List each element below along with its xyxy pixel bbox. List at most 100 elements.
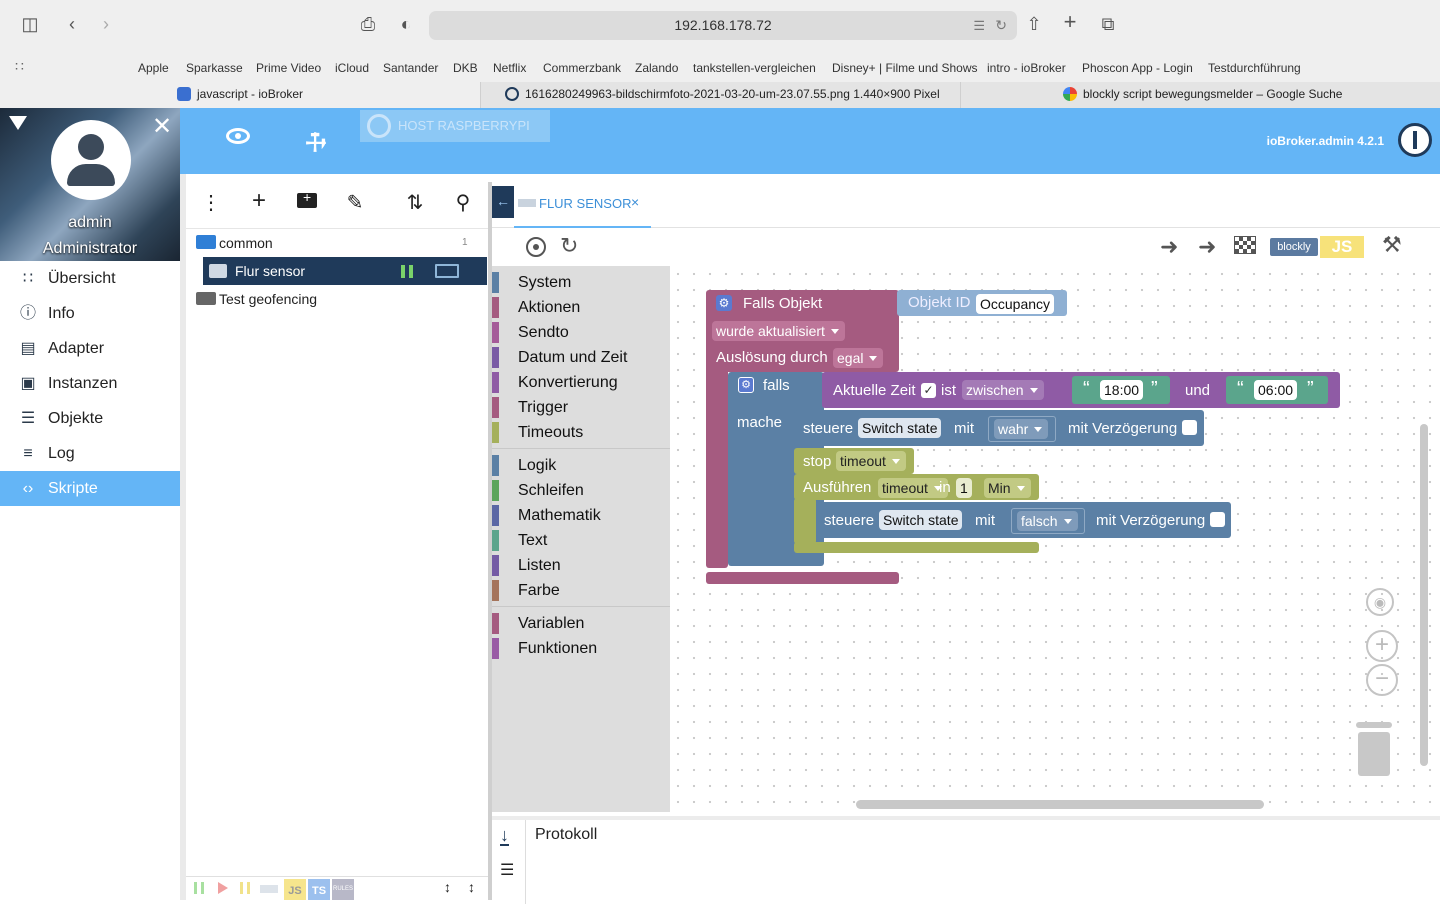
- favorite-link[interactable]: tankstellen-vergleichen: [693, 61, 816, 75]
- translate-icon[interactable]: ☰: [973, 18, 985, 33]
- browser-tab[interactable]: 1616280249963-bildschirmfoto-2021-03-20-…: [480, 82, 960, 108]
- locate-icon[interactable]: [526, 237, 546, 257]
- collapse-triangle-icon[interactable]: [9, 116, 27, 130]
- toolbox-category[interactable]: Logik: [492, 453, 670, 478]
- expand-icon[interactable]: ↕: [468, 879, 475, 895]
- toolbox-category[interactable]: Mathematik: [492, 503, 670, 528]
- delay-checkbox[interactable]: [1182, 420, 1197, 435]
- export-icon[interactable]: ➜: [1160, 234, 1179, 259]
- favorite-link[interactable]: Santander: [383, 61, 439, 75]
- goto-icon[interactable]: [435, 264, 459, 278]
- browser-tab[interactable]: blockly script bewegungsmelder – Google …: [960, 82, 1440, 108]
- favorite-link[interactable]: Prime Video: [256, 61, 322, 75]
- update-dropdown[interactable]: wurde aktualisiert: [712, 321, 845, 341]
- zoom-out-icon[interactable]: −: [1366, 664, 1398, 696]
- tree-folder-test-geofencing[interactable]: Test geofencing: [190, 285, 490, 313]
- more-vert-icon[interactable]: ⋮: [201, 192, 221, 214]
- back-icon[interactable]: ‹: [69, 14, 75, 34]
- import-icon[interactable]: ➜: [1198, 234, 1217, 259]
- sidebar-item-instanzen[interactable]: ▣Instanzen: [0, 366, 180, 401]
- blockly-workspace[interactable]: ⚙ Falls Objekt Objekt ID Occupancy wurde…: [670, 266, 1432, 812]
- timeout-dropdown[interactable]: timeout: [836, 451, 906, 471]
- refresh-icon[interactable]: ↻: [560, 233, 579, 258]
- toolbox-category[interactable]: System: [492, 270, 670, 295]
- back-arrow-button[interactable]: ←: [492, 186, 514, 218]
- trash-icon[interactable]: [1356, 722, 1392, 776]
- delay-checkbox[interactable]: [1210, 512, 1225, 527]
- forward-icon[interactable]: ›: [103, 14, 109, 34]
- list-view-icon[interactable]: ☰: [500, 862, 515, 879]
- editor-tab-flur-sensor[interactable]: FLUR SENSOR ×: [514, 182, 651, 228]
- toolbox-category[interactable]: Text: [492, 528, 670, 553]
- timeout-dropdown[interactable]: timeout: [878, 478, 948, 498]
- pause-yellow-icon[interactable]: [240, 882, 250, 894]
- rules-filter-button[interactable]: RULES: [332, 879, 354, 900]
- tree-folder-common[interactable]: common 1: [190, 229, 490, 257]
- blockly-mode-toggle[interactable]: blockly JS: [1270, 236, 1366, 258]
- sidebar-toggle-icon[interactable]: ◫: [21, 14, 39, 34]
- toolbox-category[interactable]: Datum und Zeit: [492, 345, 670, 370]
- host-badge[interactable]: HOST RASPBERRYPI: [360, 110, 550, 142]
- share-icon[interactable]: ⇧: [1026, 14, 1042, 34]
- js-filter-button[interactable]: JS: [284, 879, 306, 900]
- eye-icon[interactable]: [226, 128, 250, 144]
- apps-grid-icon[interactable]: ∷: [15, 58, 24, 74]
- zoom-in-icon[interactable]: +: [1366, 630, 1398, 662]
- sidebar-item-adapter[interactable]: ▤Adapter: [0, 331, 180, 366]
- favorite-link[interactable]: Phoscon App - Login: [1082, 61, 1193, 75]
- collapse-icon[interactable]: ↕: [444, 879, 451, 895]
- sort-icon[interactable]: ⇅: [406, 192, 424, 214]
- pause-icon[interactable]: [401, 265, 413, 278]
- favorite-link[interactable]: Testdurchführung: [1208, 61, 1301, 75]
- favorite-link[interactable]: Netflix: [493, 61, 527, 75]
- toolbox-category[interactable]: Aktionen: [492, 295, 670, 320]
- new-tab-icon[interactable]: +: [1063, 9, 1077, 34]
- favorite-link[interactable]: Disney+ | Filme und Shows: [832, 61, 978, 75]
- toolbox-category[interactable]: Konvertierung: [492, 370, 670, 395]
- blockly-filter-icon[interactable]: [260, 885, 278, 893]
- favorite-link[interactable]: Sparkasse: [186, 61, 243, 75]
- favorite-link[interactable]: Apple: [138, 61, 169, 75]
- reload-icon[interactable]: ↻: [995, 17, 1007, 33]
- toolbox-category[interactable]: Trigger: [492, 395, 670, 420]
- favorite-link[interactable]: Zalando: [635, 61, 679, 75]
- toolbox-category[interactable]: Funktionen: [492, 636, 670, 661]
- time-checkbox[interactable]: ✓: [921, 383, 936, 398]
- sidebar-item-übersicht[interactable]: ∷Übersicht: [0, 261, 180, 296]
- time-to-field[interactable]: 06:00: [1254, 380, 1298, 400]
- favorite-link[interactable]: iCloud: [335, 61, 370, 75]
- toolbox-category[interactable]: Sendto: [492, 320, 670, 345]
- toolbox-category[interactable]: Variablen: [492, 611, 670, 636]
- print-icon[interactable]: ⎙: [360, 14, 376, 34]
- toolbox-category[interactable]: Timeouts: [492, 420, 670, 445]
- vertical-scrollbar[interactable]: [1420, 424, 1428, 766]
- compare-dropdown[interactable]: zwischen: [962, 380, 1044, 400]
- state-field[interactable]: Switch state: [858, 418, 942, 438]
- sidebar-item-skripte[interactable]: ‹›Skripte: [0, 471, 180, 506]
- trigger-by-dropdown[interactable]: egal: [833, 348, 884, 368]
- close-tab-icon[interactable]: ×: [631, 194, 640, 210]
- object-id-field[interactable]: Occupancy: [976, 294, 1055, 314]
- add-script-icon[interactable]: +: [251, 187, 266, 214]
- favorite-link[interactable]: Commerzbank: [543, 61, 622, 75]
- url-bar[interactable]: 192.168.178.72 ☰ ↻: [429, 11, 1017, 40]
- time-from-field[interactable]: 18:00: [1100, 380, 1144, 400]
- tabs-overview-icon[interactable]: ⧉: [1101, 14, 1115, 34]
- value-false-dropdown[interactable]: falsch: [1017, 511, 1078, 531]
- pause-all-icon[interactable]: [194, 882, 204, 894]
- wrench-icon[interactable]: ⚒: [297, 125, 332, 160]
- close-icon[interactable]: ✕: [152, 113, 173, 140]
- ts-filter-button[interactable]: TS: [308, 879, 330, 900]
- search-icon[interactable]: ⚲: [455, 192, 471, 214]
- panel-splitter[interactable]: [488, 182, 492, 900]
- favorite-link[interactable]: intro - ioBroker: [987, 61, 1066, 75]
- gear-icon[interactable]: ⚙: [716, 295, 732, 311]
- gear-icon[interactable]: ⚙: [738, 377, 754, 393]
- settings-wrench-icon[interactable]: ⚒: [1382, 232, 1402, 257]
- value-true-dropdown[interactable]: wahr: [994, 419, 1049, 439]
- unit-dropdown[interactable]: Min: [984, 478, 1031, 498]
- browser-tab[interactable]: javascript - ioBroker: [0, 82, 480, 108]
- delay-value-field[interactable]: 1: [956, 478, 972, 498]
- toolbox-category[interactable]: Listen: [492, 553, 670, 578]
